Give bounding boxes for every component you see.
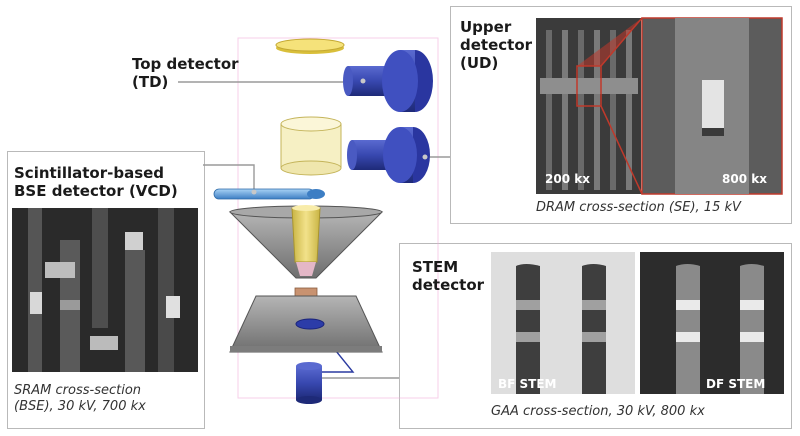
vcd-label: Scintillator-based BSE detector (VCD) bbox=[14, 164, 178, 200]
upper-detector-line2: detector bbox=[460, 36, 533, 54]
top-detector-line1: Top detector bbox=[132, 55, 239, 73]
bf-stem-label: BF STEM bbox=[498, 377, 557, 391]
dram-right-magnification: 800 kx bbox=[722, 172, 767, 186]
objective-lens bbox=[228, 205, 384, 279]
sram-caption-line1: SRAM cross-section bbox=[14, 383, 142, 398]
stem-line1: STEM bbox=[412, 258, 459, 276]
ud-cylinder-yellow bbox=[280, 116, 342, 176]
top-detector-line2: (TD) bbox=[132, 73, 169, 91]
sram-caption: SRAM cross-section (BSE), 30 kV, 700 kx bbox=[14, 383, 146, 415]
top-detector-label: Top detector (TD) bbox=[132, 55, 239, 91]
top-detector-disc bbox=[275, 38, 345, 54]
td-cylinder bbox=[343, 50, 433, 112]
sram-image bbox=[12, 208, 198, 372]
connector-lines bbox=[178, 81, 450, 379]
stem-cylinder bbox=[296, 362, 322, 404]
upper-detector-label: Upper detector (UD) bbox=[460, 18, 532, 72]
dram-caption: DRAM cross-section (SE), 15 kV bbox=[536, 200, 741, 215]
df-stem-image bbox=[640, 252, 784, 394]
stem-line2: detector bbox=[412, 276, 485, 294]
vcd-probe bbox=[213, 188, 325, 200]
upper-detector-line1: Upper bbox=[460, 18, 512, 36]
lower-piece bbox=[229, 287, 383, 353]
dram-left-magnification: 200 kx bbox=[545, 172, 590, 186]
bf-stem-image bbox=[491, 252, 635, 394]
dram-image bbox=[536, 17, 783, 195]
ud-cylinder-blue bbox=[347, 127, 430, 183]
stem-label: STEM detector bbox=[412, 258, 484, 294]
vcd-line1: Scintillator-based bbox=[14, 164, 165, 182]
gaa-caption: GAA cross-section, 30 kV, 800 kx bbox=[491, 404, 705, 419]
df-stem-label: DF STEM bbox=[706, 377, 766, 391]
sram-caption-line2: (BSE), 30 kV, 700 kx bbox=[14, 399, 146, 414]
vcd-line2: BSE detector (VCD) bbox=[14, 182, 178, 200]
upper-detector-line3: (UD) bbox=[460, 54, 499, 72]
